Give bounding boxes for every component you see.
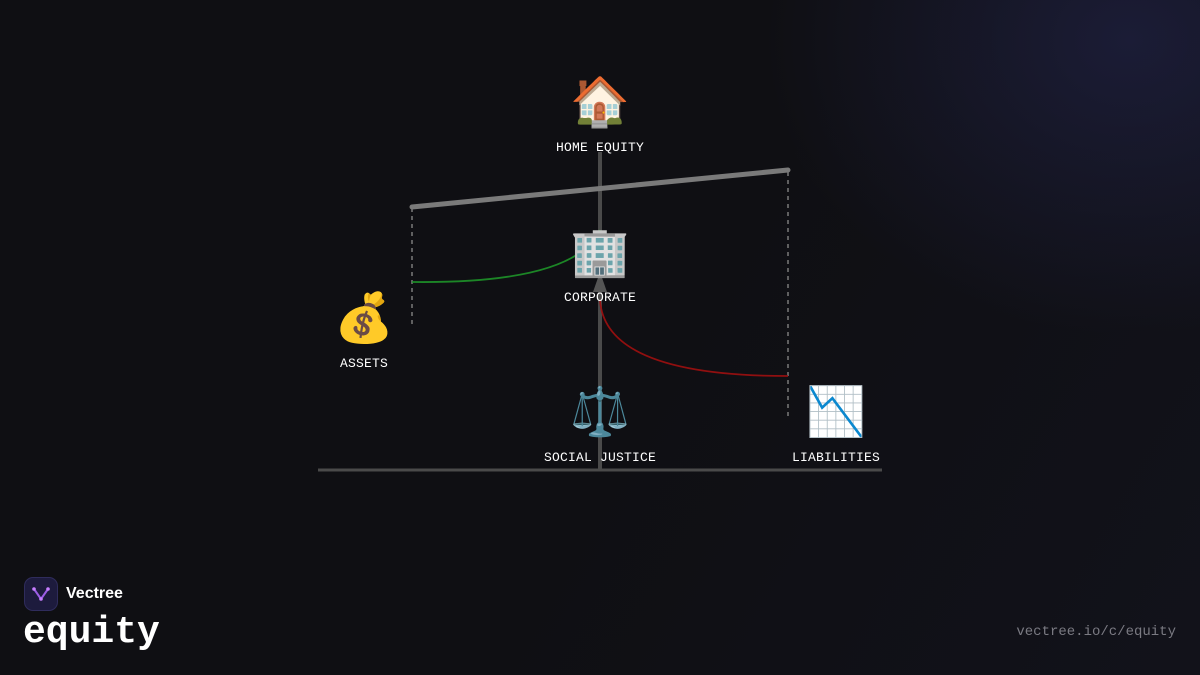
social-justice-label: SOCIAL JUSTICE [544, 450, 656, 465]
brand[interactable]: Vectree [24, 577, 123, 611]
money-bag-icon: 💰 [334, 290, 394, 346]
balance-scale-icon: ⚖️ [570, 384, 630, 440]
office-building-icon: 🏢 [570, 224, 630, 280]
balance-beam [409, 167, 791, 210]
post-arrow [593, 272, 607, 292]
asset-link [411, 229, 601, 283]
page-title: equity [23, 611, 160, 654]
home-equity-label: HOME EQUITY [556, 140, 644, 155]
chart-decreasing-icon: 📉 [806, 384, 866, 440]
page-url[interactable]: vectree.io/c/equity [1016, 624, 1176, 640]
brand-name: Vectree [66, 585, 123, 602]
vectree-logo-icon [24, 577, 58, 611]
liability-link [599, 299, 789, 377]
house-icon: 🏠 [570, 74, 630, 130]
assets-label: ASSETS [340, 356, 388, 371]
liabilities-label: LIABILITIES [792, 450, 880, 465]
corporate-label: CORPORATE [564, 290, 636, 305]
